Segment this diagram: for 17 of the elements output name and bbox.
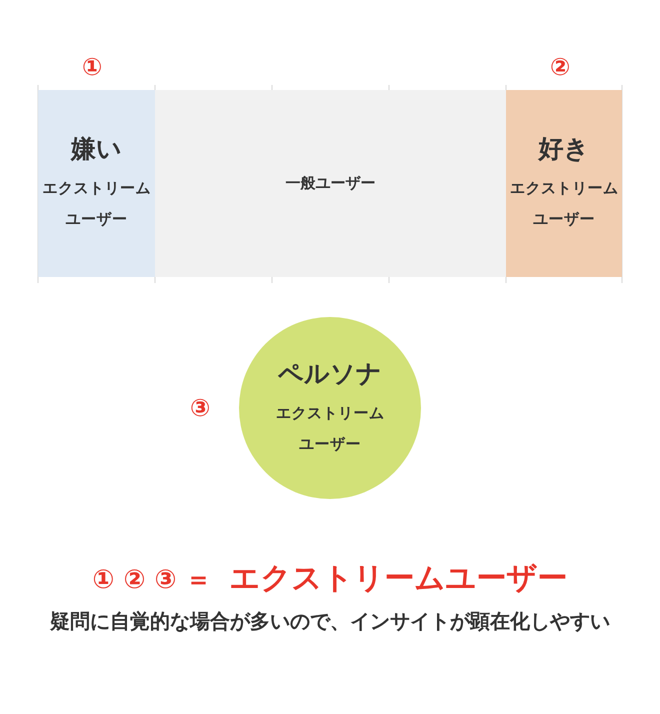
callout-number: ② <box>550 55 570 79</box>
segment-band <box>389 90 506 277</box>
explanation-text: 疑問に自覚的な場合が多いので、インサイトが顕在化しやすい <box>48 608 611 635</box>
callout-number: ① <box>82 55 102 79</box>
heading-text: 嫌い <box>71 133 122 165</box>
label-text: エクストリームユーザー <box>42 178 152 230</box>
segment-band <box>38 90 155 277</box>
callout-number: ③ <box>190 396 210 420</box>
label-text: エクストリームユーザー <box>509 178 619 230</box>
label-text: 一般ユーザー <box>286 174 376 193</box>
heading-text: ペルソナ <box>278 358 382 390</box>
label-text: エクストリームユーザー <box>275 402 385 454</box>
formula-text: ① ② ③ ＝ <box>92 564 212 597</box>
segment-band <box>155 90 272 277</box>
conclusion-heading: エクストリームユーザー <box>230 560 568 598</box>
heading-text: 好き <box>538 133 590 165</box>
segment-band <box>506 90 622 277</box>
